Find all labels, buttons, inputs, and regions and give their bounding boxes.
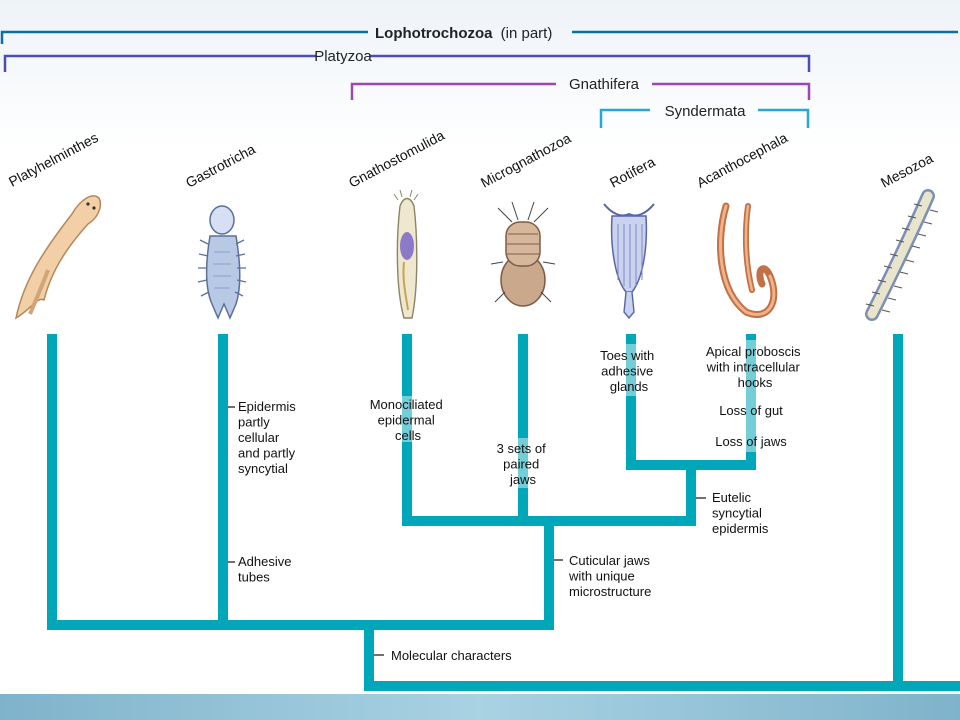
character-loss-of-gut: Loss of gut [719, 403, 783, 418]
flatworm-illustration [14, 195, 102, 320]
character-eutelic-syncytial-epidermis: Eutelic syncytial epidermis [712, 490, 769, 536]
branch-gnathostomulida [402, 334, 412, 526]
rotifer-illustration [603, 203, 655, 320]
syndermata-bracket: Syndermata [599, 103, 810, 128]
tree-branches [47, 334, 960, 691]
mesozoan-illustration [865, 189, 939, 321]
branch-root [364, 681, 960, 691]
branch-gastrotricha [218, 334, 228, 630]
branch-syndermata-stem [686, 465, 696, 526]
character-loss-of-jaws: Loss of jaws [715, 434, 787, 449]
branch-platyzoa-stem [364, 625, 374, 691]
branch-rotifera [626, 334, 636, 470]
character-paired-jaws: 3 sets of paired jaws [497, 441, 550, 487]
character-molecular-characters: Molecular characters [391, 648, 512, 663]
platyzoa-bracket: Platyzoa [3, 48, 811, 72]
lophotrochozoa-bracket: Lophotrochozoa (in part) [0, 25, 958, 44]
branch-gnathifera-stem [544, 521, 554, 630]
micrognathozoan-illustration [490, 201, 556, 307]
character-toes-adhesive-glands: Toes with adhesive glands [600, 348, 658, 394]
label-masks [366, 340, 808, 488]
character-ticks [228, 406, 706, 656]
taxon-label-mesozoa: Mesozoa [878, 150, 936, 191]
branch-micrognathozoa [518, 334, 528, 526]
gnathostomulid-illustration [393, 189, 419, 319]
gnathifera-label: Gnathifera [569, 76, 640, 93]
branch-platyhelminthes [47, 334, 57, 630]
branch-mesozoa [893, 334, 903, 691]
character-epidermis-partly-cellular: Epidermis partly cellular and partly syn… [238, 399, 299, 476]
taxon-label-rotifera: Rotifera [607, 153, 658, 190]
branch-platyhelminthes-node [47, 620, 554, 630]
header-background [0, 0, 960, 150]
gnathifera-bracket: Gnathifera [350, 76, 811, 100]
character-apical-proboscis: Apical proboscis with intracellular hook… [706, 344, 805, 390]
character-adhesive-tubes: Adhesive tubes [238, 554, 295, 585]
lophotrochozoa-label: Lophotrochozoa (in part) [375, 25, 552, 42]
syndermata-label: Syndermata [665, 103, 747, 120]
acanthocephalan-illustration [717, 202, 778, 318]
platyzoa-label: Platyzoa [314, 48, 372, 65]
character-monociliated-epidermal-cells: Monociliated epidermal cells [370, 397, 447, 443]
gastrotrich-illustration [197, 205, 247, 320]
branch-acanthocephala [746, 334, 756, 470]
character-cuticular-jaws: Cuticular jaws with unique microstructur… [568, 553, 654, 599]
footer-band [0, 694, 960, 720]
